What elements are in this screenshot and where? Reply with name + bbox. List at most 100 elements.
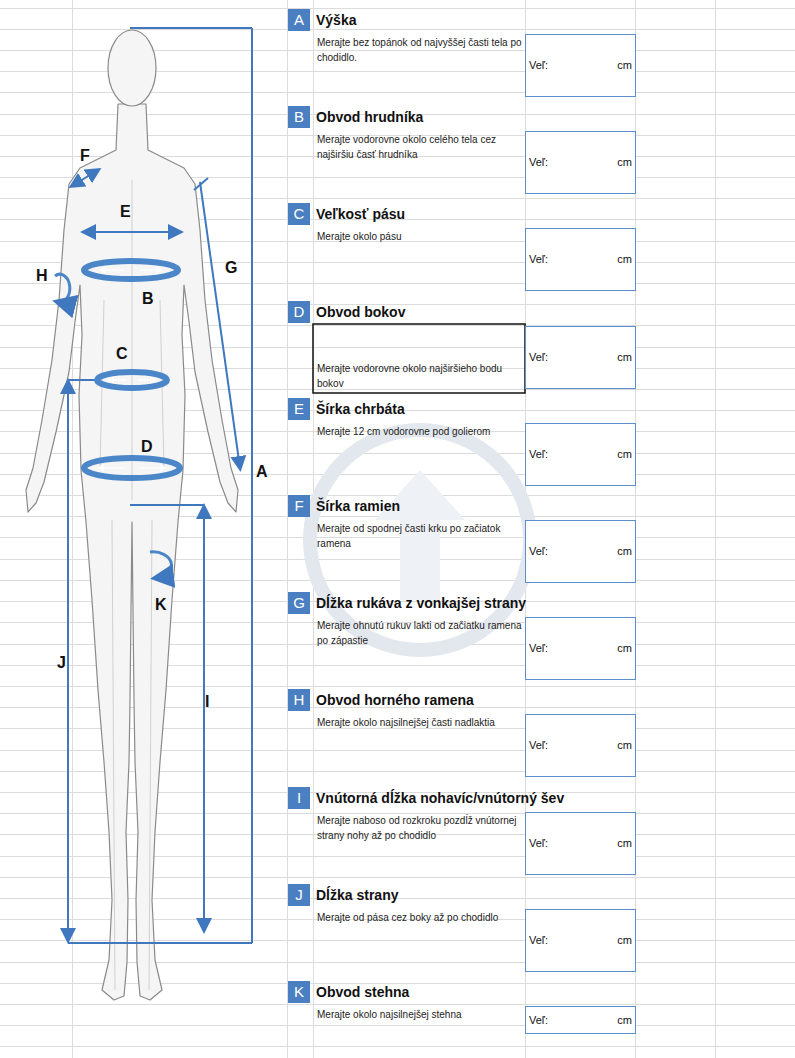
size-label: Veľ: xyxy=(529,351,548,363)
sleeve-line xyxy=(200,182,240,468)
figure-letter: B xyxy=(142,290,154,308)
row-title: Obvod stehna xyxy=(316,981,409,1003)
measure-instruction: Merajte okolo najsilnejšej časti nadlakt… xyxy=(317,715,522,730)
figure-letter: I xyxy=(205,693,209,711)
unit-label: cm xyxy=(617,1014,632,1026)
letter: E xyxy=(294,400,304,417)
measure-instruction: Merajte ohnutú rukuv lakti od začiatku r… xyxy=(317,618,522,648)
row-title: Dĺžka rukáva z vonkajšej strany xyxy=(316,592,526,614)
value-cell: Veľ: cm xyxy=(525,617,636,680)
letter-box: GDĺžka rukáva z vonkajšej strany xyxy=(288,592,310,614)
measure-instruction: Merajte naboso od rozkroku pozdĺž vnútor… xyxy=(317,813,522,843)
figure-letter: G xyxy=(225,259,237,277)
letter: C xyxy=(294,205,305,222)
letter: K xyxy=(294,983,304,1000)
size-label: Veľ: xyxy=(529,739,548,751)
chest-ring xyxy=(84,261,178,279)
figure-letter: E xyxy=(120,203,131,221)
value-cell: Veľ: cm xyxy=(525,1006,636,1034)
unit-label: cm xyxy=(617,156,632,168)
letter: A xyxy=(294,11,304,28)
watermark xyxy=(375,470,465,600)
size-label: Veľ: xyxy=(529,934,548,946)
value-cell: Veľ: cm xyxy=(525,423,636,486)
letter-box: AVýška xyxy=(288,9,310,31)
value-cell: Veľ: cm xyxy=(525,131,636,194)
grid-line xyxy=(0,8,795,9)
selected-cell xyxy=(313,324,525,393)
grid-line xyxy=(149,520,152,990)
row-title: Veľkosť pásu xyxy=(316,203,405,225)
value-cell: Veľ:cm xyxy=(525,228,636,291)
letter: I xyxy=(297,789,301,806)
arm-ring xyxy=(55,274,70,302)
size-label: Veľ: xyxy=(529,59,548,71)
size-label: Veľ: xyxy=(529,545,548,557)
figure-letter: J xyxy=(57,654,66,672)
row-title: Výška xyxy=(316,9,356,31)
grid-line xyxy=(132,180,133,500)
figure-letter: K xyxy=(155,596,167,614)
letter-box: HObvod horného ramena xyxy=(288,689,310,711)
figure-letter: H xyxy=(36,267,48,285)
letter-box: CVeľkosť pásu xyxy=(288,203,310,225)
value-cell: Veľ: cm xyxy=(525,812,636,875)
unit-label: cm xyxy=(617,545,632,557)
figure-letter: A xyxy=(256,463,268,481)
figure-letter: C xyxy=(116,345,128,363)
thigh-ring xyxy=(150,552,171,578)
waist-ring xyxy=(97,372,167,388)
unit-label: cm xyxy=(617,739,632,751)
height-line xyxy=(251,28,253,943)
measure-instruction: Merajte od spodnej časti krku po začiato… xyxy=(317,521,522,551)
letter-box: IVnútorná dĺžka nohavíc/vnútorný šev xyxy=(288,787,310,809)
measure-instruction: Merajte vodorovne okolo najširšieho bodu… xyxy=(317,361,522,391)
letter-box: DObvod bokov xyxy=(288,301,310,323)
measure-instruction: Merajte vodorovne okolo celého tela cez … xyxy=(317,132,522,162)
letter: H xyxy=(294,691,305,708)
size-label: Veľ: xyxy=(529,253,548,265)
side-length-line xyxy=(67,382,69,940)
letter-box: FŠírka ramien xyxy=(288,495,310,517)
row-title: Šírka ramien xyxy=(316,495,400,517)
size-label: Veľ: xyxy=(529,156,548,168)
unit-label: cm xyxy=(617,448,632,460)
value-cell: Veľ: cm xyxy=(525,714,636,777)
grid-line xyxy=(72,0,73,1058)
grid-line xyxy=(112,520,115,990)
letter-box: JDĺžka strany xyxy=(288,884,310,906)
row-title: Dĺžka strany xyxy=(316,884,398,906)
hip-ring xyxy=(84,458,180,478)
inseam-line xyxy=(203,507,205,930)
size-label: Veľ: xyxy=(529,448,548,460)
letter: J xyxy=(295,886,303,903)
size-label: Veľ: xyxy=(529,837,548,849)
unit-label: cm xyxy=(617,642,632,654)
letter: G xyxy=(293,594,305,611)
row-title: Obvod horného ramena xyxy=(316,689,474,711)
grid-line xyxy=(0,1004,795,1005)
size-label: Veľ: xyxy=(529,642,548,654)
measure-instruction: Merajte okolo pásu xyxy=(317,229,522,244)
row-title: Obvod bokov xyxy=(316,301,405,323)
letter: B xyxy=(294,108,304,125)
letter-box: EŠírka chrbáta xyxy=(288,398,310,420)
watermark xyxy=(310,430,530,650)
measure-instruction: Merajte okolo najsilnejšej stehna xyxy=(317,1007,522,1022)
grid-line xyxy=(0,1046,795,1047)
shoulder-line xyxy=(72,170,98,186)
grid-line xyxy=(715,0,716,1058)
unit-label: cm xyxy=(617,59,632,71)
measure-instruction: Merajte 12 cm vodorovne pod golierom xyxy=(317,424,522,439)
head xyxy=(108,30,156,106)
letter: D xyxy=(294,303,305,320)
unit-label: cm xyxy=(617,837,632,849)
unit-label: cm xyxy=(617,351,632,363)
value-cell: Veľ: cm xyxy=(525,326,636,389)
value-cell: Veľ: cm xyxy=(525,909,636,972)
unit-label: cm xyxy=(617,934,632,946)
letter: F xyxy=(294,497,303,514)
size-label: Veľ: xyxy=(529,1014,548,1026)
body-outline xyxy=(26,104,238,1000)
figure-letter: D xyxy=(141,438,153,456)
